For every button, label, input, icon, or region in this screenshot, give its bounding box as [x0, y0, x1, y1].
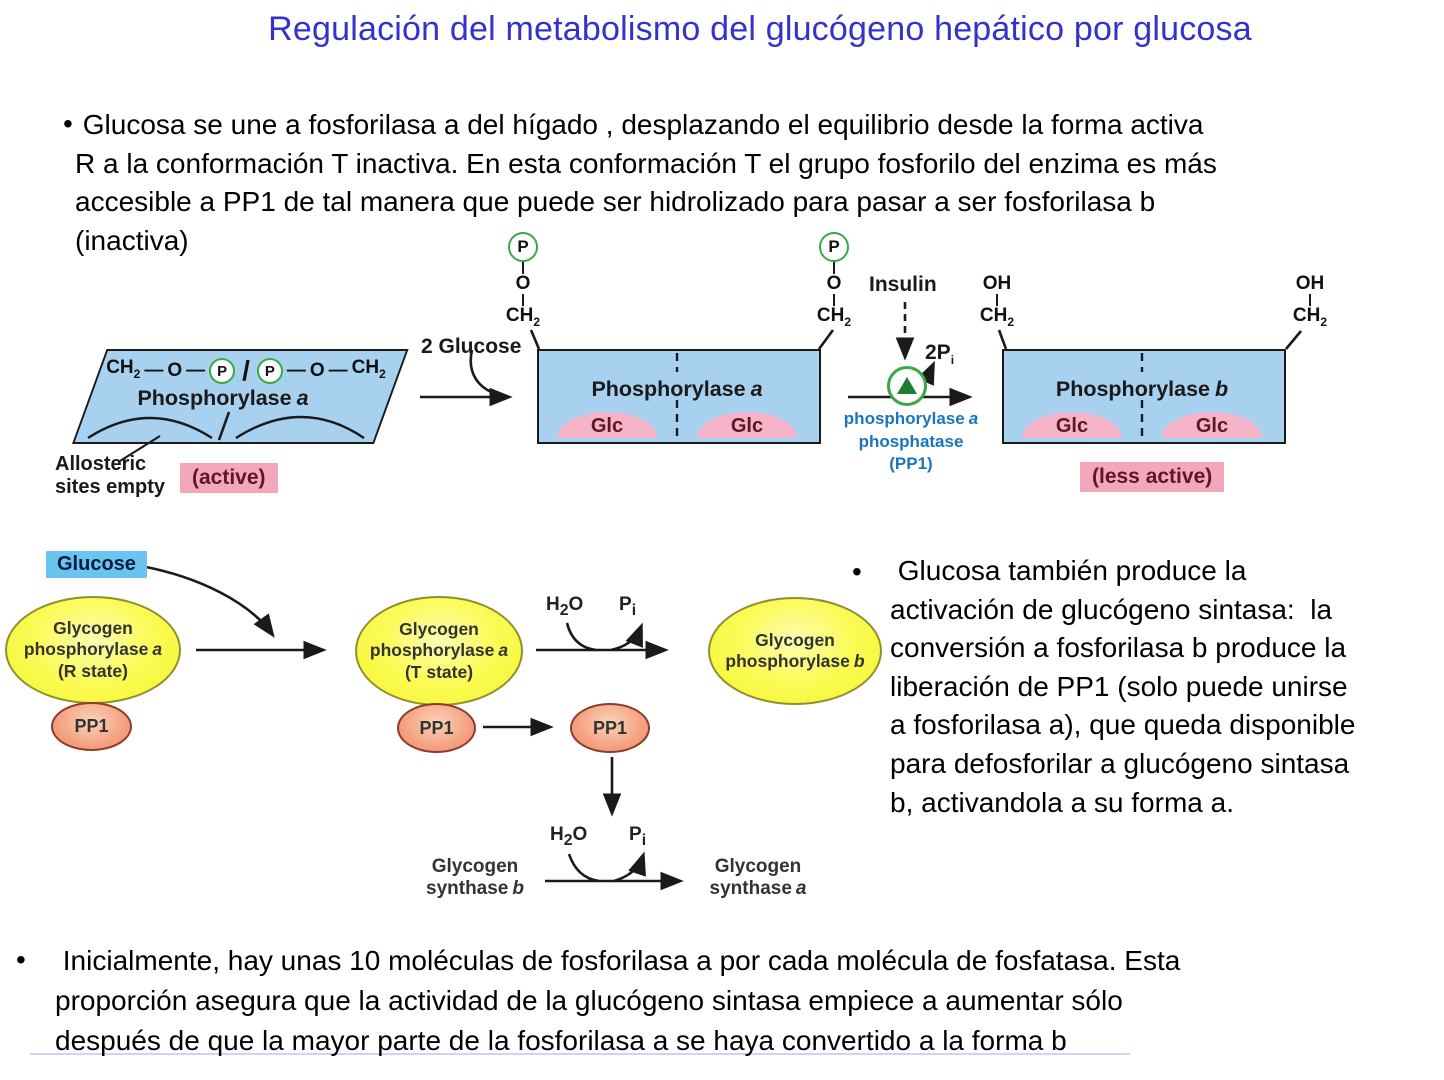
bullet-marker: • [63, 108, 73, 139]
bond-line [1308, 294, 1312, 306]
ellipse-line: Glycogen [53, 617, 133, 638]
oh-group: OH [1295, 273, 1325, 294]
phosphate-icon: P [209, 358, 236, 384]
h2o-in-arc [567, 853, 600, 883]
glucose-tag: Glucose [46, 551, 147, 578]
activation-triangle-icon [897, 376, 917, 394]
bullet-marker: • [852, 556, 862, 587]
pp1-bound-t: PP1 [397, 703, 476, 753]
subunit-slash: / [242, 355, 250, 386]
phospho-chain-right: P O CH2 [810, 232, 858, 332]
ch2-group: CH2 [505, 305, 541, 329]
bullet-marker: • [16, 944, 26, 975]
ch2-group: CH2 [106, 357, 141, 381]
allosteric-sites-label: Allosteric sites empty [55, 453, 166, 498]
bond-line [832, 262, 836, 274]
h2o-label: H2O [546, 594, 584, 619]
pi-out-arc [613, 851, 646, 883]
h2o-in-arc [565, 622, 597, 652]
bond-line [832, 294, 836, 306]
bond-line [521, 294, 525, 306]
bullet3-text: Inicialmente, hay unas 10 moléculas de f… [55, 945, 1181, 1056]
glc-label: Glc [1055, 415, 1089, 437]
oh-group: OH [982, 273, 1012, 294]
glc-label: Glc [1195, 415, 1229, 437]
phosphate-icon: P [508, 232, 538, 262]
ellipse-line: Glycogen [755, 629, 835, 650]
hydroxyl-chain-left: OH CH2 [973, 274, 1021, 332]
plate-formula: CH2—O—P / P—O—CH2 [106, 355, 386, 386]
hydroxyl-chain-right: OH CH2 [1286, 274, 1334, 332]
ellipse-line: (T state) [404, 661, 474, 682]
2pi-label: 2Pi [925, 341, 955, 368]
two-glucose-label: 2 Glucose [421, 335, 522, 358]
phosphate-icon: P [819, 232, 849, 262]
oxygen-atom: O [515, 273, 531, 294]
bond-line [521, 262, 525, 274]
bullet1-text: Glucosa se une a fosforilasa a del hígad… [75, 109, 1217, 256]
pi-label: Pi [629, 824, 647, 849]
page-title: Regulación del metabolismo del glucógeno… [268, 10, 1252, 48]
glc-label: Glc [730, 415, 764, 437]
h2o-label: H2O [550, 824, 588, 849]
active-badge: (active) [180, 463, 278, 493]
chain-bond [817, 329, 835, 350]
oxygen-atom: O [826, 273, 842, 294]
ch2-group: CH2 [979, 305, 1015, 329]
ellipse-line: Glycogen [399, 618, 479, 639]
bond-line [995, 294, 999, 306]
bottom-divider [30, 1053, 1130, 1055]
chain-bond [1285, 330, 1302, 350]
pp1-bound-r: PP1 [51, 702, 132, 751]
ch2-group: CH2 [816, 305, 852, 329]
glc-label: Glc [590, 415, 624, 437]
phosphate-icon: P [256, 358, 283, 384]
ch2-group: CH2 [1292, 305, 1328, 329]
ch2-group: CH2 [351, 357, 386, 381]
bullet2-text: Glucosa también produce la activación de… [890, 555, 1356, 818]
pi-label: Pi [619, 594, 637, 619]
insulin-label: Insulin [869, 273, 937, 296]
phospho-chain-left: P O CH2 [499, 232, 547, 332]
pp1-released: PP1 [570, 703, 650, 753]
pi-out-arc [610, 622, 643, 652]
phosphatase-enzyme-icon [887, 366, 927, 406]
ellipse-line: (R state) [57, 660, 128, 681]
less-active-badge: (less active) [1080, 462, 1225, 492]
chain-bond [529, 329, 541, 350]
chain-bond [997, 329, 1008, 350]
